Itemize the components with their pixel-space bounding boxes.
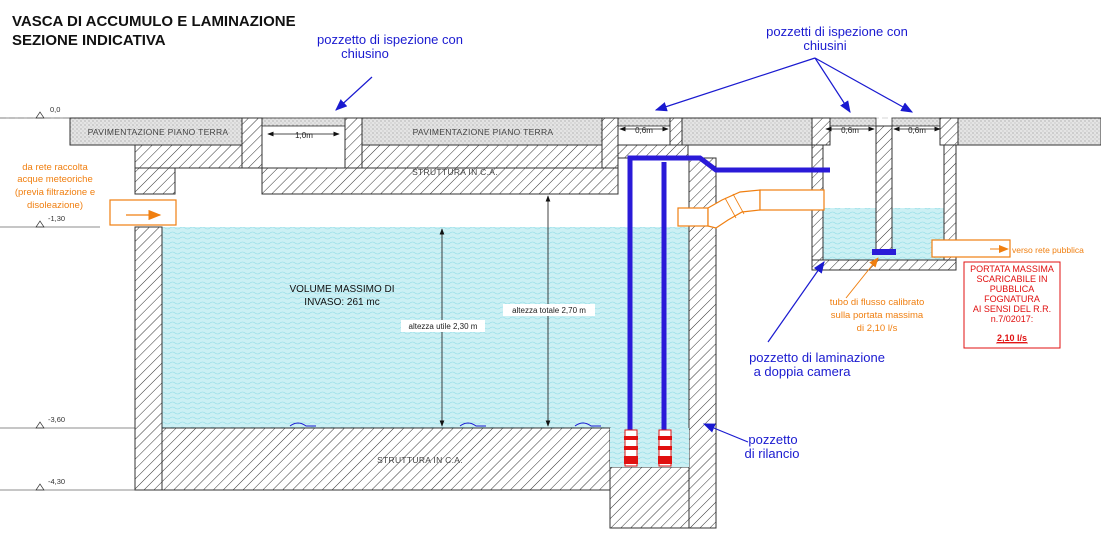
portata-line1: PORTATA MASSIMA (970, 264, 1054, 274)
calibrated-orifice (872, 249, 896, 255)
title-line2: SEZIONE INDICATIVA (12, 32, 166, 49)
portata-line6: n.7/02017: (991, 314, 1034, 324)
structure-label-bottom: STRUTTURA IN C.A. (377, 455, 463, 465)
tubo-label-2: sulla portata massima (831, 310, 924, 321)
portata-box: PORTATA MASSIMA SCARICABILE IN PUBBLICA … (963, 261, 1061, 349)
manhole-collars (241, 117, 959, 169)
inlet-label-4: disoleazione) (27, 200, 83, 211)
portata-line5: AI SENSI DEL R.R. (973, 304, 1051, 314)
volume-label-2: INVASO: 261 mc (304, 297, 379, 308)
pumps (624, 429, 672, 467)
outlet-label: verso rete pubblica (1012, 245, 1084, 255)
callout-pozzetti-ispezione-1: pozzetti di ispezione con (766, 24, 908, 39)
transfer-pipe (677, 189, 825, 229)
volume-label-1: VOLUME MASSIMO DI (289, 284, 394, 295)
width-label-1: 1,0m (295, 131, 313, 140)
portata-value: 2,10 l/s (997, 333, 1027, 343)
inlet-label-3: (previa filtrazione e (15, 187, 95, 198)
tubo-label-3: di 2,10 l/s (857, 323, 898, 334)
tubo-label-1: tubo di flusso calibrato (830, 297, 925, 308)
structure-label-top: STRUTTURA IN C.A. (412, 167, 498, 177)
callout-leaders (335, 57, 914, 443)
pavement-label-left: PAVIMENTAZIONE PIANO TERRA (88, 127, 229, 137)
width-label-2: 0,6m (635, 126, 653, 135)
callout-pozzetto-ispezione-1: pozzetto di ispezione con (317, 32, 463, 47)
callout-pozzetto-ispezione-2: chiusino (341, 46, 389, 61)
altezza-totale-label: altezza totale 2,70 m (512, 306, 586, 315)
callout-pozzetti-ispezione-2: chiusini (803, 38, 846, 53)
inlet-label-1: da rete raccolta (22, 162, 88, 173)
pump-pipes (627, 155, 830, 430)
level-0: 0,0 (50, 105, 60, 114)
inlet-pipe (109, 199, 177, 226)
level-2: -3,60 (48, 415, 65, 424)
title-line1: VASCA DI ACCUMULO E LAMINAZIONE (12, 13, 296, 30)
pavement-label-middle: PAVIMENTAZIONE PIANO TERRA (413, 127, 554, 137)
callout-rilancio-1: pozzetto (748, 432, 797, 447)
inlet-label-2: acque meteoriche (17, 174, 93, 185)
callout-laminazione-1: pozzetto di laminazione (749, 350, 885, 365)
level-markers: 0,0 -1,30 -3,60 -4,30 (0, 105, 135, 491)
portata-line3: PUBBLICA (990, 284, 1035, 294)
level-3: -4,30 (48, 477, 65, 486)
outlet-pipe (931, 239, 1011, 258)
altezza-utile-label: altezza utile 2,30 m (409, 322, 478, 331)
width-label-4: 0,6m (908, 126, 926, 135)
callout-rilancio-2: di rilancio (745, 446, 800, 461)
width-label-3: 0,6m (841, 126, 859, 135)
portata-line4: FOGNATURA (984, 294, 1040, 304)
portata-line2: SCARICABILE IN (976, 274, 1047, 284)
floor-flow-arrows (289, 422, 601, 427)
level-1: -1,30 (48, 214, 65, 223)
callout-laminazione-2: a doppia camera (754, 364, 852, 379)
